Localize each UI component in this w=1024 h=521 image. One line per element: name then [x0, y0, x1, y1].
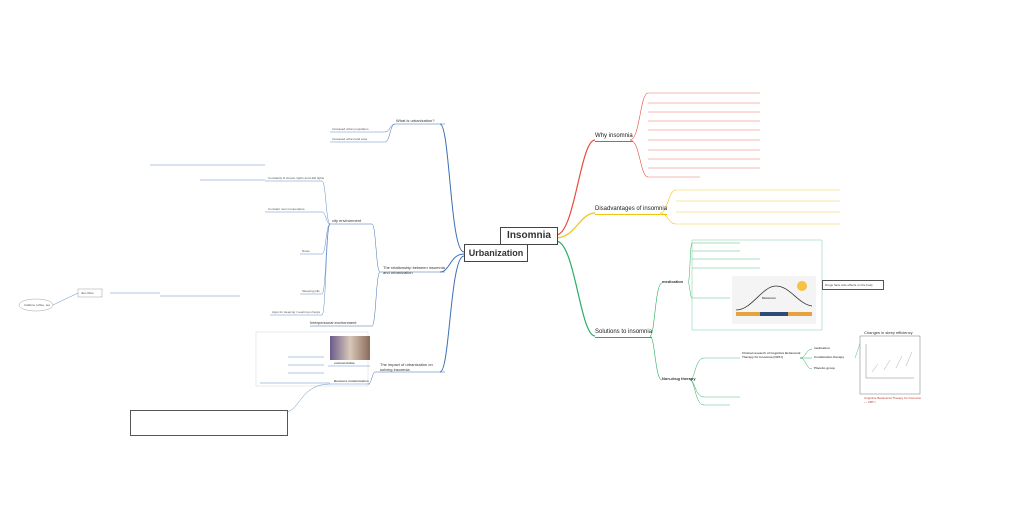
solution-non-drug-therapy[interactable]: Non-drug therapy [662, 376, 696, 381]
melatonin-figure: Melatonin [732, 276, 816, 324]
branch-combination-therapy[interactable]: Combination therapy [814, 355, 845, 359]
city-item-apps[interactable]: Apps for sleeping / Learning of apps [272, 310, 321, 314]
central-node-urbanization[interactable]: Urbanization [464, 244, 528, 262]
melatonin-curve-graphic [735, 281, 813, 316]
commercialize-image [330, 336, 370, 360]
bottom-note-box[interactable] [130, 410, 288, 436]
what-item-2[interactable]: Increased urban land area [332, 137, 368, 141]
medication-side-effects-note[interactable]: Drugs have side effects on the body [822, 280, 884, 290]
topic-solutions[interactable]: Solutions to insomnia [595, 329, 653, 338]
city-environment[interactable]: city environment [332, 218, 362, 223]
city-item-lights[interactable]: Constantly lit streets, lights and LED l… [268, 176, 325, 180]
city-item-temperature[interactable]: Constant room temperature [268, 207, 305, 211]
topic-why-insomnia[interactable]: Why insomnia [595, 133, 633, 142]
diet-office-node[interactable]: diet office [81, 291, 94, 295]
central-node-insomnia[interactable]: Insomnia [500, 227, 558, 245]
sun-icon [797, 281, 807, 291]
commercialize-node[interactable]: commercialize [334, 361, 355, 365]
caffeine-node[interactable]: Caffeine coffee, tea [24, 303, 50, 307]
city-item-noise[interactable]: Noise [302, 249, 310, 253]
what-item-1[interactable]: Increased urban population [332, 127, 369, 131]
cbt-i-red-label[interactable]: Cognitive Behavioral Therapy for Insomni… [864, 396, 921, 404]
cbt-research[interactable]: Clinical research of Cognitive Behaviora… [742, 351, 801, 359]
sleep-efficiency-title: Changes in sleep efficiency [864, 330, 913, 335]
solution-medication[interactable]: medication [662, 279, 684, 284]
interpersonal-environment[interactable]: Interpersonal environment [310, 320, 357, 325]
sleep-efficiency-plot [865, 344, 914, 379]
topic-what-is-urbanization[interactable]: What is urbanization? [396, 118, 435, 123]
topic-impact[interactable]: The impact of urbanization on solving in… [380, 362, 433, 372]
branch-placebo-group[interactable]: Placebo group [814, 366, 835, 370]
topic-relationship[interactable]: The relationship between insomnia and ur… [383, 265, 445, 275]
topic-disadvantages[interactable]: Disadvantages of insomnia [595, 206, 668, 215]
business-modernization[interactable]: Business modernization [334, 379, 369, 383]
city-item-sleeping-pills[interactable]: Sleeping pills [302, 289, 320, 293]
melatonin-label: Melatonin [762, 296, 776, 300]
branch-medication[interactable]: medication [814, 346, 830, 350]
